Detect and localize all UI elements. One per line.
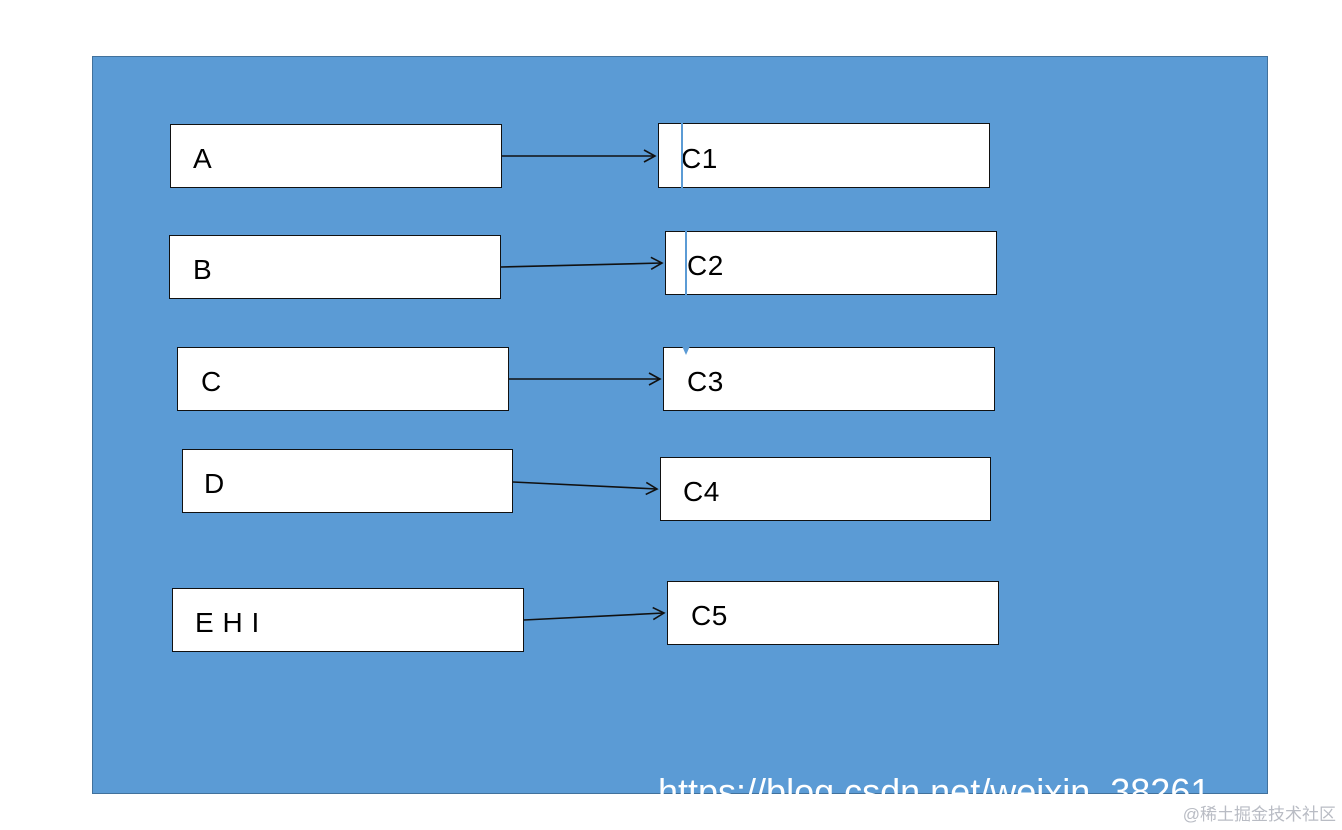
- node-c5: C5: [667, 581, 999, 645]
- node-c5-label: C5: [691, 600, 728, 631]
- node-c3: C3: [663, 347, 995, 411]
- watermark-credit: @稀土掘金技术社区: [1182, 805, 1336, 824]
- node-c-label: C: [201, 366, 222, 397]
- node-c4-label: C4: [683, 476, 720, 507]
- node-c2-label: C2: [687, 250, 724, 281]
- node-a-label: A: [193, 143, 213, 174]
- node-c2: C2: [665, 231, 997, 295]
- node-ehi-label: E H I: [195, 607, 260, 638]
- node-c1: C1: [658, 123, 990, 188]
- node-ehi: E H I: [172, 588, 524, 652]
- node-c4: C4: [660, 457, 991, 521]
- node-b: B: [169, 235, 501, 299]
- node-b-label: B: [193, 254, 213, 285]
- node-d: D: [182, 449, 513, 513]
- watermark-url: https://blog.csdn.net/weixin_38261: [658, 771, 1211, 794]
- node-a: A: [170, 124, 502, 188]
- node-c3-label: C3: [687, 366, 724, 397]
- node-d-label: D: [204, 468, 225, 499]
- node-c: C: [177, 347, 509, 411]
- node-c1-label: C1: [681, 142, 718, 174]
